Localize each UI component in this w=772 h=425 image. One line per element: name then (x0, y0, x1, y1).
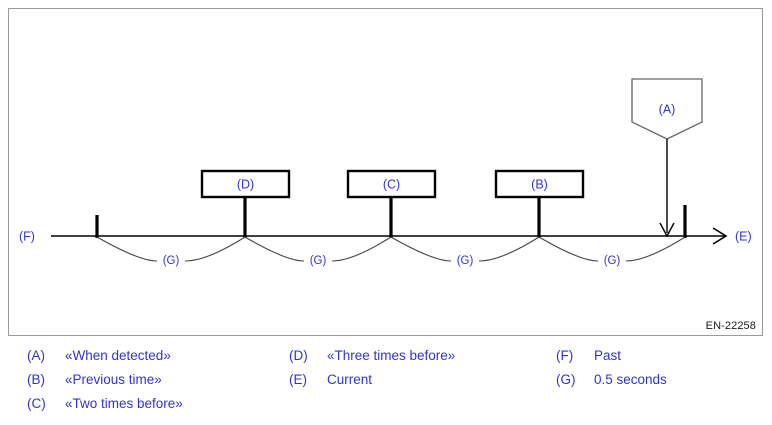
legend-item: (A) «When detected» (27, 344, 183, 368)
interval-arc (331, 236, 392, 262)
legend-column-1: (A) «When detected» (B) «Previous time» (C… (27, 344, 183, 416)
legend-key: (D) (289, 348, 308, 363)
legend-text: «Three times before» (327, 348, 456, 363)
figure-legend: (A) «When detected» (B) «Previous time» (C… (8, 344, 763, 418)
legend-key: (F) (556, 348, 574, 363)
axis-start-label: (F) (19, 229, 35, 243)
legend-column-3: (F) Past (G) 0.5 seconds (556, 344, 667, 392)
interval-arc (478, 236, 540, 262)
interval-arc-label: (G) (604, 255, 621, 267)
legend-item: (C) «Two times before» (27, 392, 183, 416)
label-box-b-text: (B) (531, 177, 548, 191)
axis-end-label: (E) (735, 229, 752, 243)
legend-item: (D) «Three times before» (289, 344, 455, 368)
label-box-d-text: (D) (237, 177, 254, 191)
legend-item: (E) Current (289, 368, 455, 392)
interval-arc-label: (G) (310, 255, 327, 267)
interval-arc (390, 236, 452, 262)
legend-key: (E) (289, 372, 307, 387)
legend-key: (A) (27, 348, 45, 363)
legend-text: Current (327, 372, 373, 387)
label-box-c (346, 169, 437, 199)
legend-text: «Previous time» (65, 372, 162, 387)
callout-arrowhead (659, 222, 675, 238)
legend-column-2: (D) «Three times before» (E) Current (289, 344, 455, 392)
callout-pentagon-a-text: (A) (659, 102, 676, 116)
diagram-panel: (F) (E) (D) (C) (B) (A) ( (8, 8, 763, 336)
timeline-diagram: (F) (E) (D) (C) (B) (A) ( (19, 78, 752, 267)
label-box-b (494, 169, 585, 199)
callout-pentagon-a (631, 78, 703, 140)
legend-key: (G) (556, 372, 576, 387)
legend-text: 0.5 seconds (594, 372, 667, 387)
label-box-d (200, 169, 291, 199)
legend-item: (G) 0.5 seconds (556, 368, 667, 392)
interval-arc (625, 236, 686, 262)
interval-arc (538, 236, 599, 262)
legend-text: Past (594, 348, 622, 363)
legend-text: «When detected» (65, 348, 171, 363)
interval-arc-label: (G) (457, 255, 474, 267)
legend-key: (C) (27, 396, 46, 411)
interval-arc (244, 236, 305, 262)
timeline-arrowhead (712, 227, 728, 245)
interval-arc-label: (G) (163, 255, 180, 267)
legend-text: «Two times before» (65, 396, 183, 411)
legend-item: (B) «Previous time» (27, 368, 183, 392)
legend-item: (F) Past (556, 344, 667, 368)
legend-key: (B) (27, 372, 45, 387)
figure-reference-code: EN-22258 (705, 320, 756, 332)
label-box-c-text: (C) (383, 177, 400, 191)
interval-arc (96, 236, 158, 262)
interval-arc (184, 236, 246, 262)
